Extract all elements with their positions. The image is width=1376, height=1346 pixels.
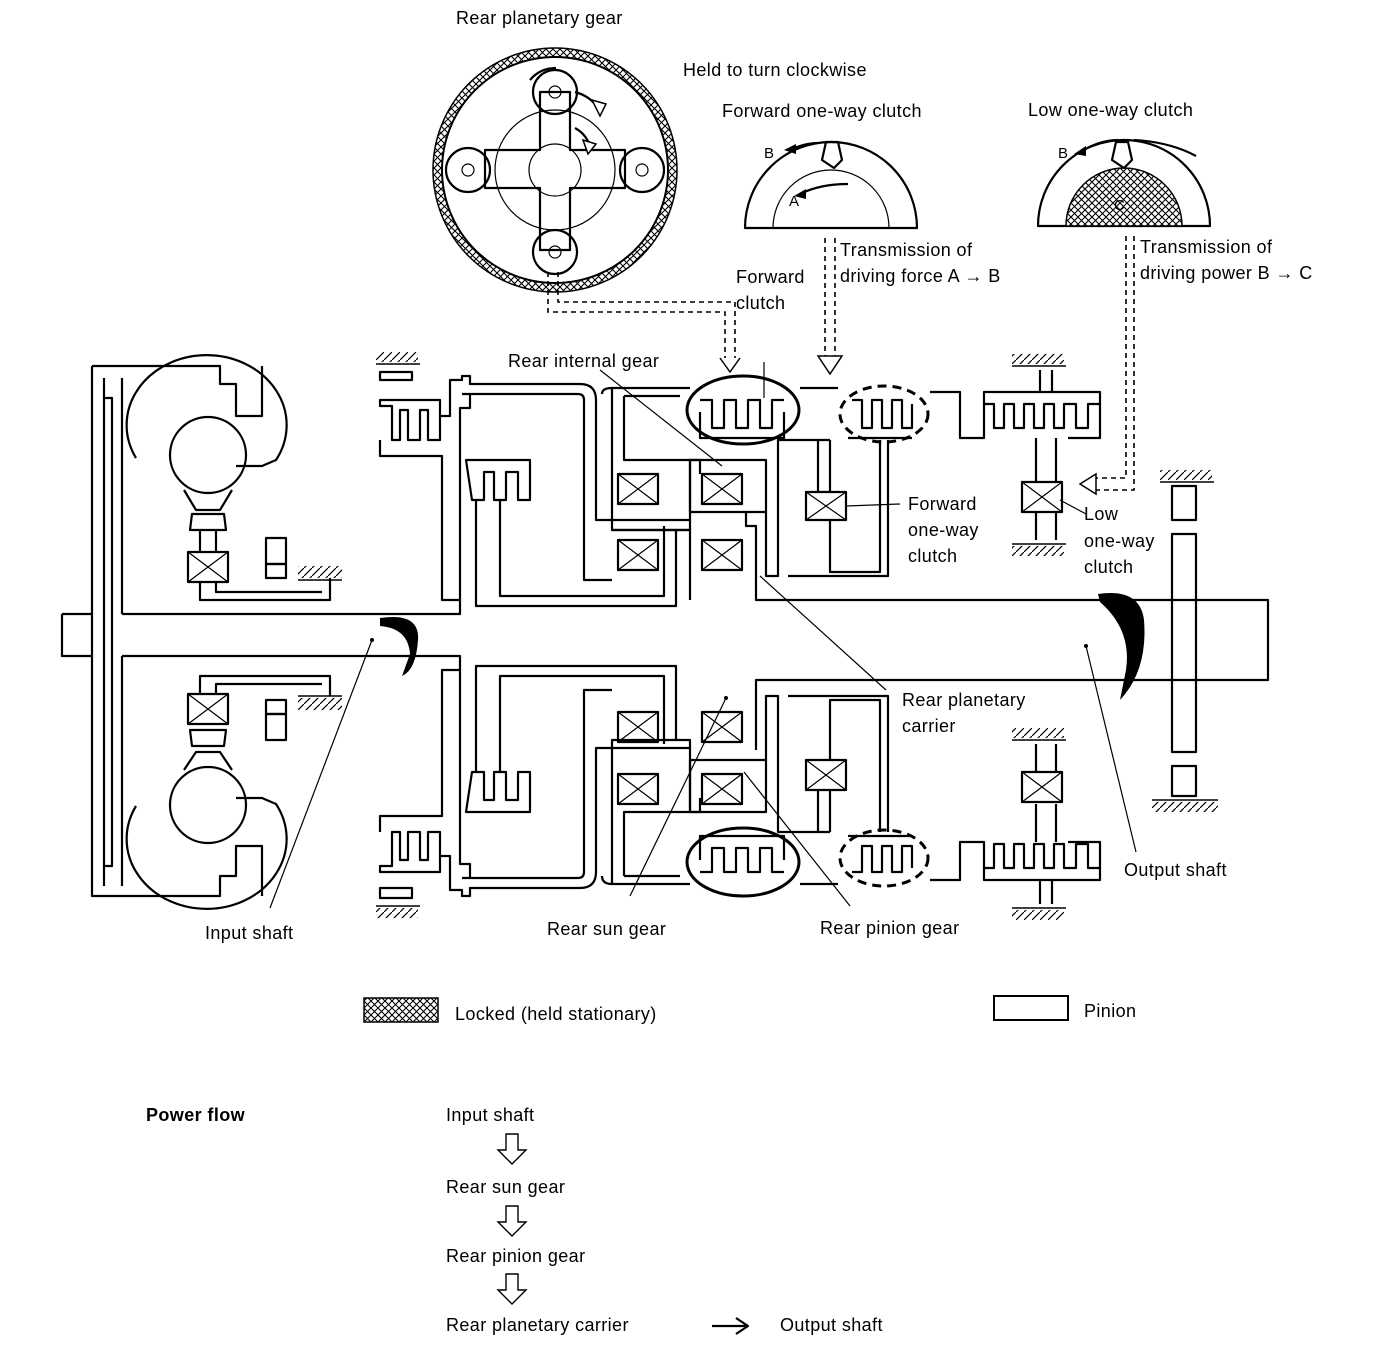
transmission-body xyxy=(376,352,1270,920)
letter-c: C xyxy=(1114,197,1125,214)
label-rear-pinion-gear: Rear pinion gear xyxy=(820,918,959,938)
legend: Locked (held stationary) Pinion xyxy=(363,995,1136,1024)
right-arrow-icon xyxy=(712,1317,750,1335)
power-flow-final: Output shaft xyxy=(780,1315,883,1335)
label-held-clockwise: Held to turn clockwise xyxy=(683,60,867,80)
label-rear-planetary-carrier-2: carrier xyxy=(902,716,956,736)
power-flow: Power flow Input shaft Rear sun gear Rea… xyxy=(146,1105,883,1335)
leader-lines xyxy=(269,362,1137,909)
label-transmission-force-1: Transmission of xyxy=(840,240,973,260)
power-flow-step-4: Rear planetary carrier xyxy=(446,1315,629,1335)
legend-pinion-label: Pinion xyxy=(1084,1001,1136,1021)
label-low-one-way-clutch: Low one-way clutch xyxy=(1028,100,1193,120)
power-flow-step-2: Rear sun gear xyxy=(446,1177,565,1197)
label-transmission-force-2: driving force A → B xyxy=(840,266,1001,286)
label-forward-clutch-2: clutch xyxy=(736,293,785,313)
forward-one-way-clutch-view xyxy=(743,140,919,376)
down-arrow-icon xyxy=(496,1205,528,1237)
label-low-owc-3: clutch xyxy=(1084,557,1133,577)
legend-locked-label: Locked (held stationary) xyxy=(455,1004,657,1024)
label-transmission-power-1: Transmission of xyxy=(1140,237,1273,257)
label-forward-clutch-1: Forward xyxy=(736,267,805,287)
letter-b-low: B xyxy=(1058,145,1068,162)
label-transmission-power-2: driving power B → C xyxy=(1140,263,1313,283)
down-arrow-icon xyxy=(496,1133,528,1165)
down-arrow-icon xyxy=(496,1273,528,1305)
rear-planetary-gear-view xyxy=(432,47,741,374)
torque-converter xyxy=(60,354,462,910)
letter-b-forward: B xyxy=(764,145,774,162)
legend-locked-swatch xyxy=(363,997,439,1023)
label-forward-owc-2: one-way xyxy=(908,520,979,540)
letter-a: A xyxy=(789,193,799,210)
label-rear-internal-gear: Rear internal gear xyxy=(508,351,659,371)
label-output-shaft: Output shaft xyxy=(1124,860,1227,880)
label-rear-planetary-carrier-1: Rear planetary xyxy=(902,690,1026,710)
label-rear-planetary-gear: Rear planetary gear xyxy=(456,8,623,28)
power-flow-title: Power flow xyxy=(146,1105,246,1125)
label-forward-owc-1: Forward xyxy=(908,494,977,514)
label-rear-sun-gear: Rear sun gear xyxy=(547,919,666,939)
label-forward-owc-3: clutch xyxy=(908,546,957,566)
label-forward-one-way-clutch: Forward one-way clutch xyxy=(722,101,922,121)
output-rotation-arrow xyxy=(1098,593,1145,700)
power-flow-step-3: Rear pinion gear xyxy=(446,1246,585,1266)
label-low-owc-2: one-way xyxy=(1084,531,1155,551)
label-low-owc-1: Low xyxy=(1084,504,1119,524)
low-one-way-clutch-view xyxy=(1036,138,1212,496)
legend-pinion-swatch xyxy=(993,995,1069,1021)
label-input-shaft: Input shaft xyxy=(205,923,293,943)
power-flow-step-1: Input shaft xyxy=(446,1105,534,1125)
input-rotation-arrow xyxy=(380,616,419,676)
